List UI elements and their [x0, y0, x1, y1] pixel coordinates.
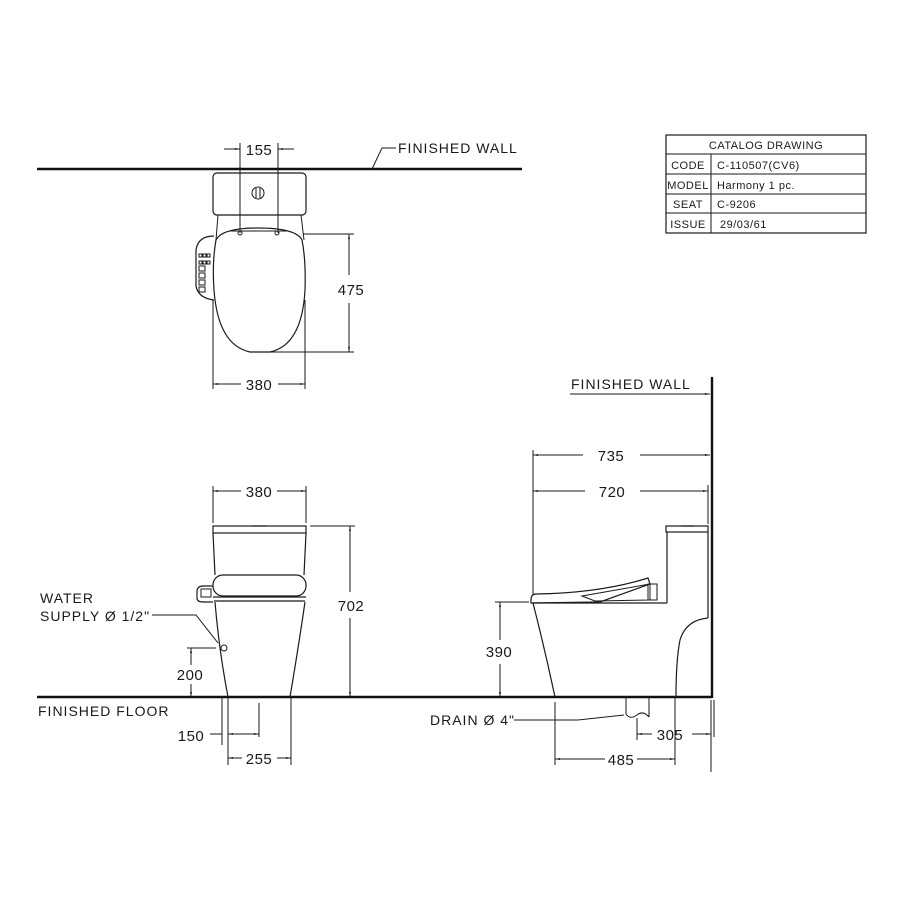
seat-front: [212, 574, 307, 597]
dim-height: 702: [338, 598, 365, 615]
model-label: MODEL: [667, 180, 709, 192]
title-block: CATALOG DRAWING CODE C-110507(CV6) MODEL…: [665, 134, 867, 234]
title-block-header: CATALOG DRAWING: [709, 140, 823, 152]
dim-bolt-spacing: 155: [246, 142, 273, 159]
drain-icon: [625, 712, 650, 718]
dim-width-top: 380: [246, 377, 273, 394]
dim-depth: 475: [338, 282, 365, 299]
dim-supply-offset: 150: [178, 728, 205, 745]
code-label: CODE: [671, 160, 705, 172]
side-wall-label: FINISHED WALL: [571, 376, 691, 392]
dim-seat-height: 390: [486, 644, 513, 661]
top-view: FINISHED WALL 155: [37, 140, 522, 394]
floor-label: FINISHED FLOOR: [38, 703, 169, 719]
seat-label: SEAT: [673, 199, 703, 211]
water-supply-label-1: WATER: [40, 590, 94, 606]
model-value: Harmony 1 pc.: [717, 180, 795, 192]
seat-value: C-9206: [717, 199, 756, 211]
dim-drain-to-front: 485: [608, 752, 635, 769]
dim-supply-height: 200: [177, 667, 204, 684]
side-view: FINISHED WALL DRAIN Ø 4" 735 720: [430, 376, 715, 772]
dim-body-depth: 720: [599, 484, 626, 501]
code-value: C-110507(CV6): [717, 160, 800, 172]
control-module: [196, 585, 213, 603]
dim-width-front: 380: [246, 484, 273, 501]
control-buttons-icon: [198, 253, 211, 293]
bowl-outline: [212, 227, 306, 353]
dim-overall-depth: 735: [598, 448, 625, 465]
control-panel-outline: [195, 235, 215, 301]
top-wall-label: FINISHED WALL: [398, 140, 518, 156]
issue-label: ISSUE: [670, 219, 706, 231]
drain-label: DRAIN Ø 4": [430, 712, 515, 728]
water-supply-label-2: SUPPLY Ø 1/2": [40, 608, 150, 624]
dim-base-width: 255: [246, 751, 273, 768]
dim-drain-to-wall: 305: [657, 727, 684, 744]
flush-button-icon: [251, 186, 265, 200]
seat-side: [530, 577, 651, 604]
issue-value: 29/03/61: [720, 219, 767, 231]
water-supply-icon: [220, 644, 228, 652]
tank-outline: [212, 172, 307, 216]
front-view: FINISHED FLOOR WATER SUPPLY Ø 1/2" 380 7…: [37, 484, 712, 768]
